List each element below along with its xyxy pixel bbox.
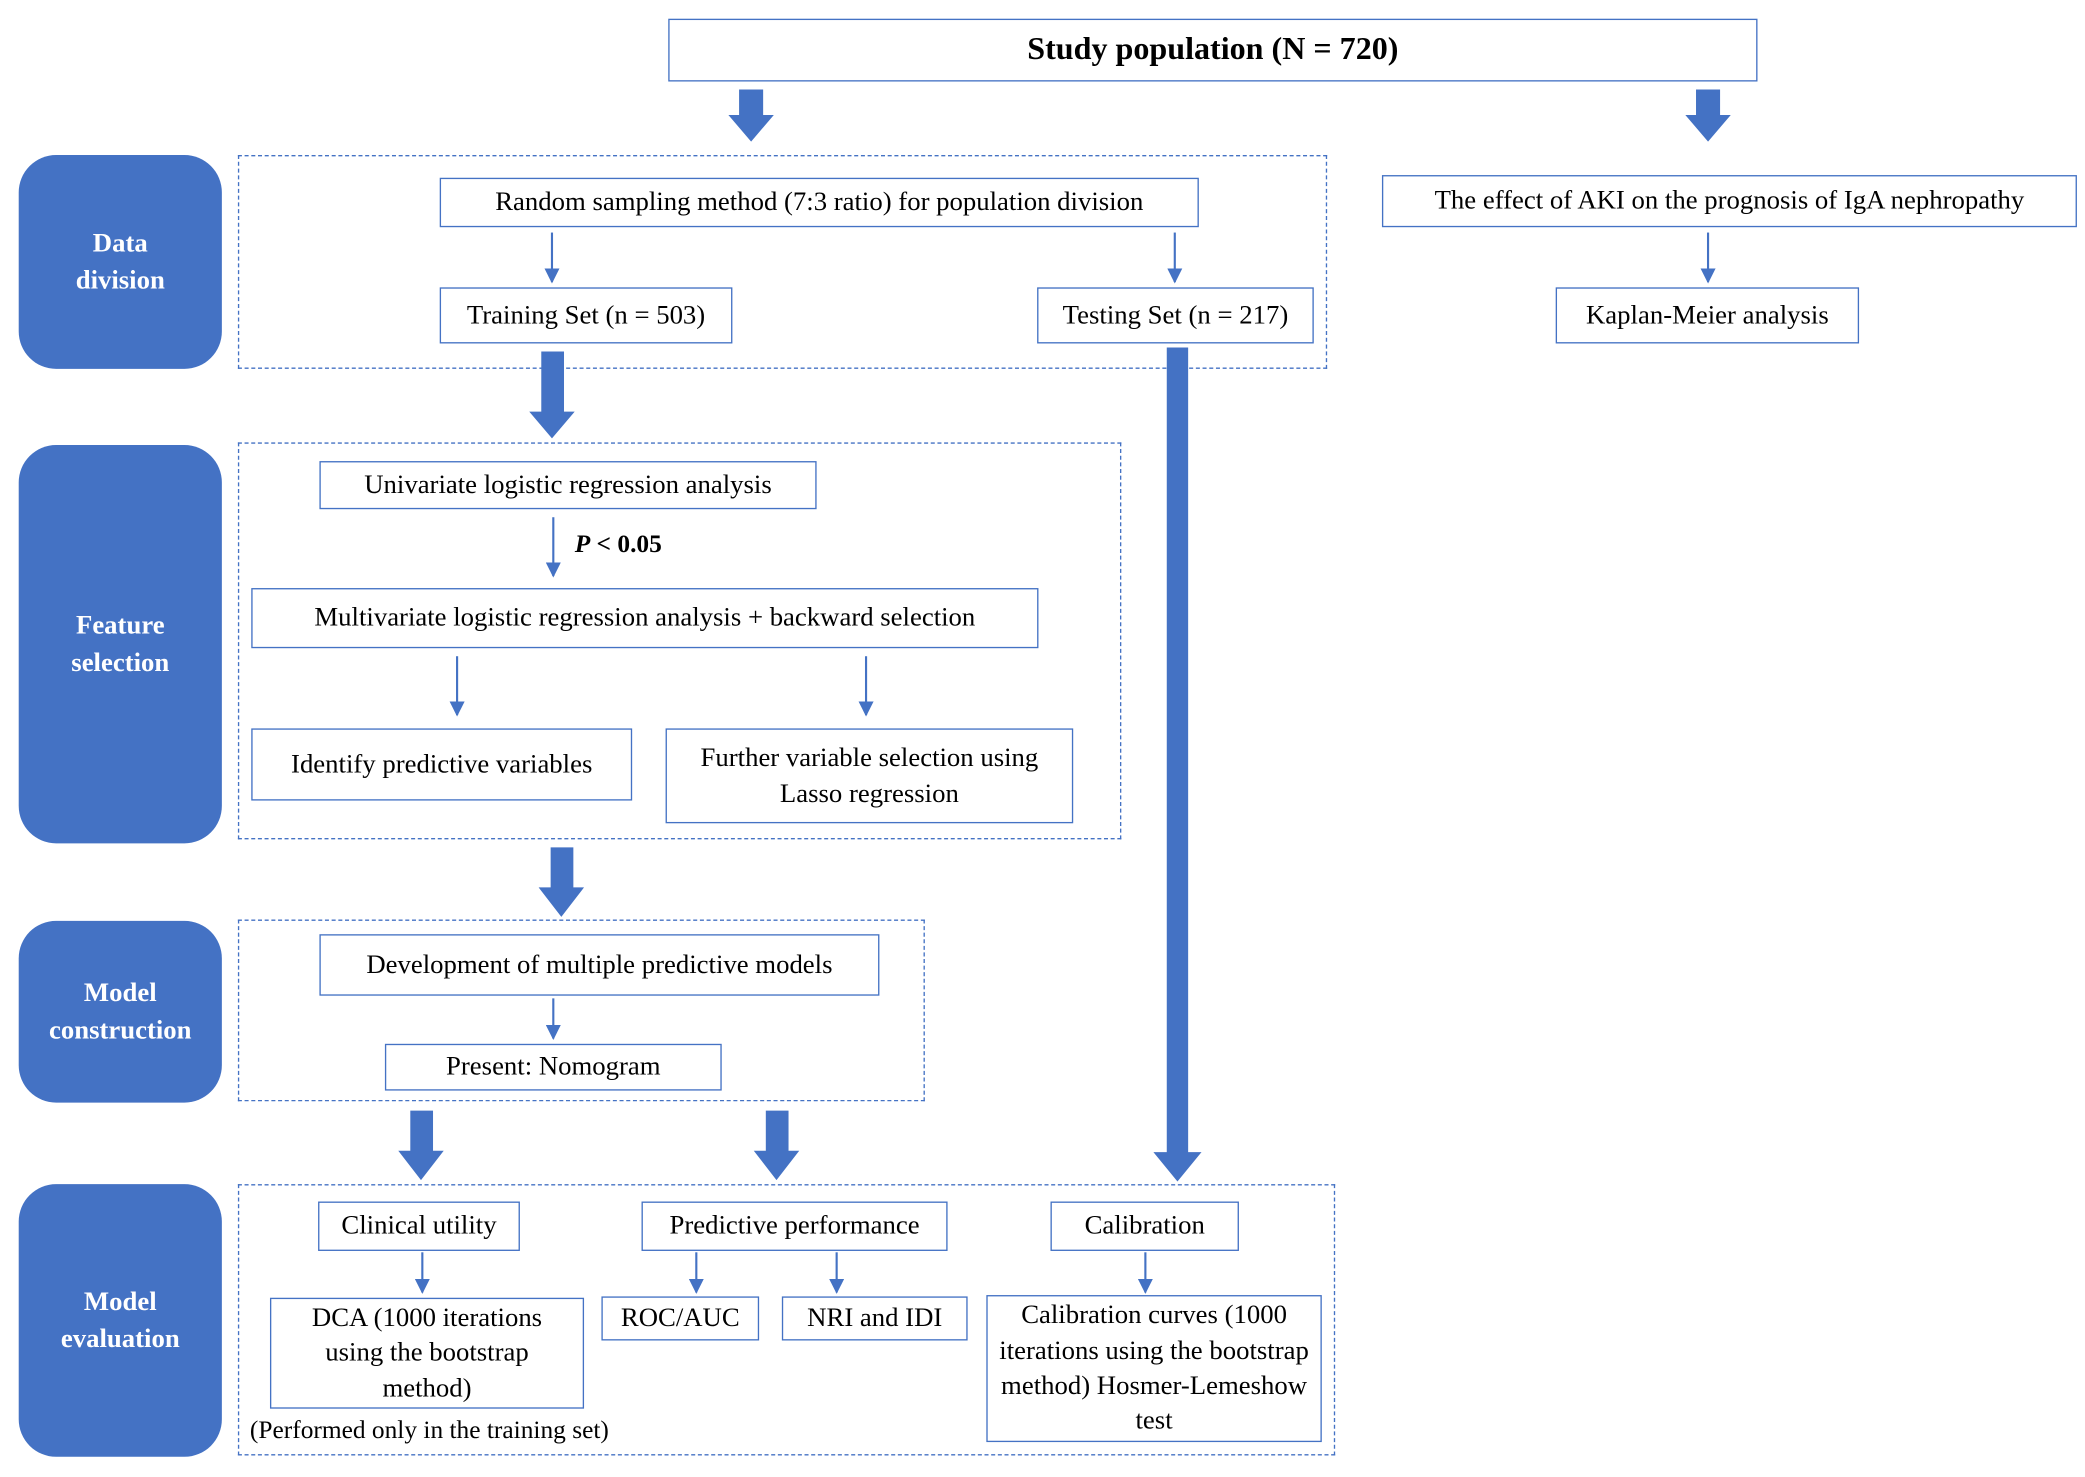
stage-feature-selection-label: Feature selection [71,610,170,678]
training-only-note: (Performed only in the training set) [250,1417,609,1446]
nomogram-box: Present: Nomogram [384,1043,722,1091]
lasso-box: Further variable selection using Lasso r… [665,728,1074,824]
aki-effect-box: The effect of AKI on the prognosis of Ig… [1381,175,2077,228]
stage-data-division: Data division [18,155,222,369]
roc-auc-box: ROC/AUC [601,1296,760,1341]
stage-feature-selection: Feature selection [18,445,222,844]
arrow-construction-to-predictive-performance [753,1110,800,1181]
stage-model-evaluation: Model evaluation [18,1184,222,1457]
feature-selection-group [237,442,1122,840]
development-label: Development of multiple predictive model… [366,949,833,980]
calibration-curves-box: Calibration curves (1000 iterations usin… [986,1295,1322,1443]
calibration-box: Calibration [1050,1201,1239,1251]
predictive-performance-label: Predictive performance [669,1211,920,1241]
nri-idi-label: NRI and IDI [807,1303,943,1333]
stage-data-division-label: Data division [75,228,165,296]
training-set-box: Training Set (n = 503) [439,287,733,344]
arrow-construction-to-clinical-utility [398,1110,444,1181]
training-only-note-text: (Performed only in the training set) [249,1416,609,1445]
p-threshold-text: P < 0.05 [574,530,662,559]
arrow-training-to-feature-selection [529,351,575,439]
stage-model-evaluation-label: Model evaluation [60,1287,180,1354]
model-evaluation-group [237,1184,1336,1456]
aki-effect-label: The effect of AKI on the prognosis of Ig… [1434,186,2025,216]
development-box: Development of multiple predictive model… [319,934,880,996]
study-population-label: Study population (N = 720) [1027,31,1399,67]
multivariate-box: Multivariate logistic regression analysi… [251,588,1039,649]
arrow-population-to-data-division [728,89,774,142]
predictive-performance-box: Predictive performance [641,1201,948,1251]
calibration-curves-label: Calibration curves (1000 iterations usin… [999,1300,1309,1436]
arrow-testing-to-calibration [1153,347,1202,1182]
roc-auc-label: ROC/AUC [620,1303,740,1333]
arrow-feature-to-model-construction [538,847,585,917]
sampling-box: Random sampling method (7:3 ratio) for p… [439,177,1199,228]
training-set-label: Training Set (n = 503) [466,300,706,330]
nri-idi-box: NRI and IDI [781,1296,968,1341]
dca-box: DCA (1000 iterations using the bootstrap… [269,1297,585,1409]
testing-set-label: Testing Set (n = 217) [1062,300,1289,330]
dca-label: DCA (1000 iterations using the bootstrap… [311,1302,543,1403]
univariate-box: Univariate logistic regression analysis [319,461,817,510]
univariate-label: Univariate logistic regression analysis [364,470,772,500]
arrow-population-to-aki [1685,89,1731,142]
calibration-label: Calibration [1084,1211,1205,1241]
model-construction-group [237,919,925,1102]
testing-set-box: Testing Set (n = 217) [1037,287,1314,344]
clinical-utility-label: Clinical utility [341,1211,497,1241]
kaplan-meier-label: Kaplan-Meier analysis [1586,300,1829,330]
lasso-label: Further variable selection using Lasso r… [700,743,1039,808]
sampling-label: Random sampling method (7:3 ratio) for p… [495,187,1144,217]
kaplan-meier-box: Kaplan-Meier analysis [1555,287,1860,344]
nomogram-label: Present: Nomogram [446,1052,661,1082]
clinical-utility-box: Clinical utility [318,1201,520,1251]
study-population-box: Study population (N = 720) [668,18,1758,82]
identify-variables-label: Identify predictive variables [291,749,593,779]
identify-variables-box: Identify predictive variables [251,728,633,801]
data-division-group [237,155,1328,369]
stage-model-construction: Model construction [18,920,222,1103]
stage-model-construction-label: Model construction [48,978,192,1046]
p-threshold-label: P < 0.05 [575,531,662,560]
multivariate-label: Multivariate logistic regression analysi… [314,603,976,633]
